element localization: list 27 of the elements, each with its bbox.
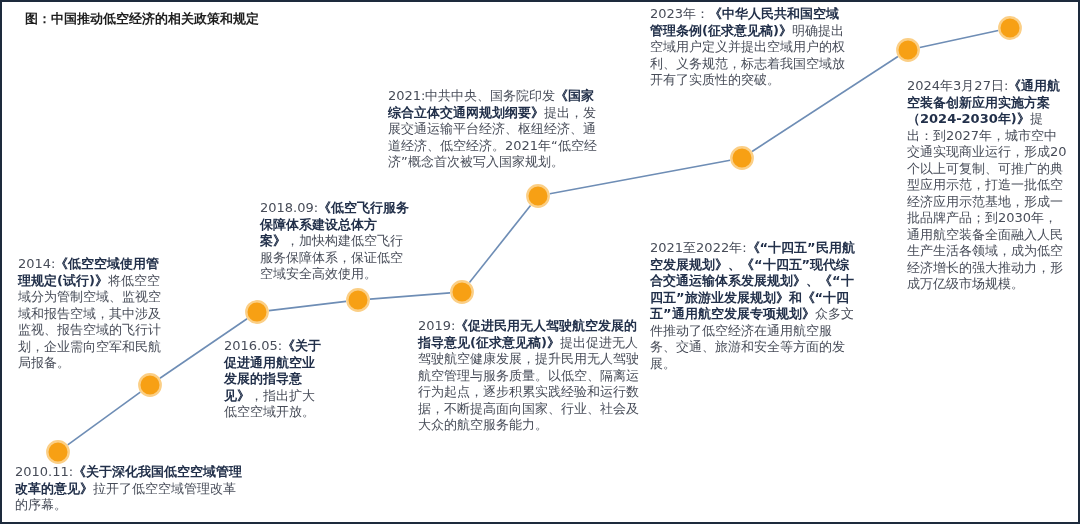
- timeline-dot: [730, 146, 754, 170]
- event-description: 2023年：《中华人民共和国空域管理条例(征求意见稿)》明确提出空域用户定义并提出空域用户的权利、义务规范，标志着我国空域放开有了实质性的突破。: [650, 6, 846, 89]
- timeline-dot: [998, 16, 1022, 40]
- event-description: 2024年3月27日:《通用航空装备创新应用实施方案（2024-2030年)》提出：到2027年，城市空中交通实现商业运行，形成20个以上可复制、可推广的典型应用示范，打造一批低空经济应用示范基地，形成一批品牌产品；到2030年，通用航空装备全面融入人民生产生活各领域，成为低空经济增长的强大推动力，形成万亿级市场规模。: [907, 78, 1067, 293]
- event-description: 2016.05:《关于促进通用航空业发展的指导意见》，指出扩大低空空域开放。: [224, 338, 323, 421]
- timeline-dot: [450, 280, 474, 304]
- event-description: 2019:《促进民用无人驾驶航空发展的指导意见(征求意见稿)》提出促进无人驾驶航空健康发展，提升民用无人驾驶航空管理与服务质量。以低空、隔离运行为起点，逐步积累实践经验和运行数据，不断提高面向国家、行业、社会及大众的航空服务能力。: [418, 318, 640, 434]
- timeline-line: [918, 29, 1000, 49]
- timeline-line: [268, 300, 347, 312]
- event-description: 2021:中共中央、国务院印发《国家综合立体交通网规划纲要》提出，发展交通运输平台经济、枢纽经济、通道经济、低空经济。2021年“低空经济”概念首次被写入国家规划。: [388, 88, 598, 171]
- event-description: 2010.11:《关于深化我国低空空域管理改革的意见》拉开了低空空域管理改革的序幕。: [15, 464, 243, 514]
- diagram-title: 图：中国推动低空经济的相关政策和规定: [25, 10, 259, 28]
- timeline-dot: [138, 373, 162, 397]
- event-description: 2018.09:《低空飞行服务保障体系建设总体方案》，加快构建低空飞行服务保障体系，保证低空空域安全高效使用。: [260, 200, 411, 283]
- timeline-line: [751, 55, 899, 153]
- timeline-dot: [245, 300, 269, 324]
- timeline-dot: [526, 184, 550, 208]
- timeline-line: [468, 204, 532, 284]
- event-description: 2014:《低空空域使用管理规定(试行)》将低空空域分为管制空域、监视空域和报告空域，其中涉及监视、报告空域的飞行计划，企业需向空军和民航局报备。: [18, 256, 162, 372]
- event-description: 2021至2022年:《“十四五”民用航空发展规划》、《“十四五”现代综合交通运输体系发展规划》、《“十四五”旅游业发展规划》和《“十四五”通用航空发展专项规划》众多文件推动了低空经济在通用航空服务、交通、旅游和安全等方面的发展。: [650, 240, 855, 372]
- timeline-dot: [896, 38, 920, 62]
- timeline-dot: [46, 440, 70, 464]
- timeline-line: [549, 159, 731, 195]
- timeline-line: [369, 292, 451, 300]
- timeline-line: [159, 317, 248, 380]
- timeline-line: [66, 391, 142, 446]
- timeline-dot: [346, 288, 370, 312]
